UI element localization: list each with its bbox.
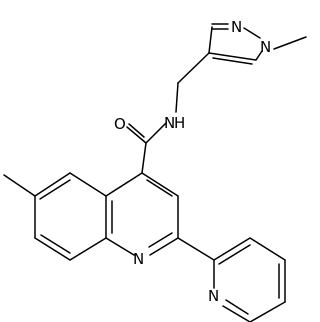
bond-carbonyl-c-quinoline-c4 xyxy=(141,142,147,174)
bond-quinoline-c2-n1-double xyxy=(148,232,173,248)
atom-label-pyridine-n: N xyxy=(208,287,219,305)
atom-label-amide-h: H xyxy=(174,114,185,132)
bond-quinoline-c7-c8 xyxy=(34,237,71,261)
bond-pyridyl-c5-c6 xyxy=(249,301,286,322)
atom-labels: N N N H O N N xyxy=(114,18,271,305)
bonds xyxy=(3,23,307,322)
bond-quinoline-c4-c3 xyxy=(141,172,179,197)
bond-ch2-amide-n xyxy=(175,82,179,113)
bond-pyrazole-c4-c5 xyxy=(208,52,257,61)
bond-quinoline-c5-c6-double xyxy=(39,179,71,200)
bond-pyridyl-c6-n1 xyxy=(222,305,251,322)
bond-pyridyl-c3-c4 xyxy=(249,237,286,261)
bond-quinoline-c2-n1 xyxy=(149,237,179,256)
bond-pyrazole-ch2 xyxy=(177,52,210,84)
bond-pyrazole-n1-n2 xyxy=(243,27,261,39)
bond-pyrazole-c4-c5-double xyxy=(212,57,253,65)
bond-amide-n-carbonyl-c xyxy=(145,122,167,144)
bond-quinoline-c7-c8-double xyxy=(40,234,71,254)
bond-quinoline-c4a-c5 xyxy=(69,172,107,197)
bond-pyridyl-c2-c3-double xyxy=(218,244,251,265)
bond-quinoline-c2-pyridyl-c2 xyxy=(177,237,215,261)
bond-carbonyl-c-o-double xyxy=(128,123,145,138)
bond-quinoline-c8-c8a xyxy=(69,237,107,261)
bond-pyrazole-c3-c4 xyxy=(208,26,213,54)
bond-quinoline-c4-c3-double xyxy=(146,179,173,197)
bond-pyridyl-c6-n1-double xyxy=(225,299,249,315)
bond-quinoline-6-methyl xyxy=(3,174,36,197)
atom-label-pyrazole-n2: N xyxy=(231,18,242,36)
bond-carbonyl-c-o xyxy=(126,126,147,144)
bond-pyrazole-c5-n1 xyxy=(255,50,263,61)
atom-label-quinoline-n: N xyxy=(133,250,144,268)
atom-label-pyrazole-n1: N xyxy=(260,38,271,56)
atom-label-carbonyl-o: O xyxy=(114,115,126,133)
bond-quinoline-n1-c8a xyxy=(105,237,135,256)
bond-quinoline-c4-c4a xyxy=(105,172,143,197)
bond-quinoline-c5-c6 xyxy=(34,172,71,197)
atom-label-amide-n: N xyxy=(164,114,175,132)
bond-n-methyl xyxy=(273,36,307,50)
bond-pyridyl-c2-c3 xyxy=(213,237,251,261)
